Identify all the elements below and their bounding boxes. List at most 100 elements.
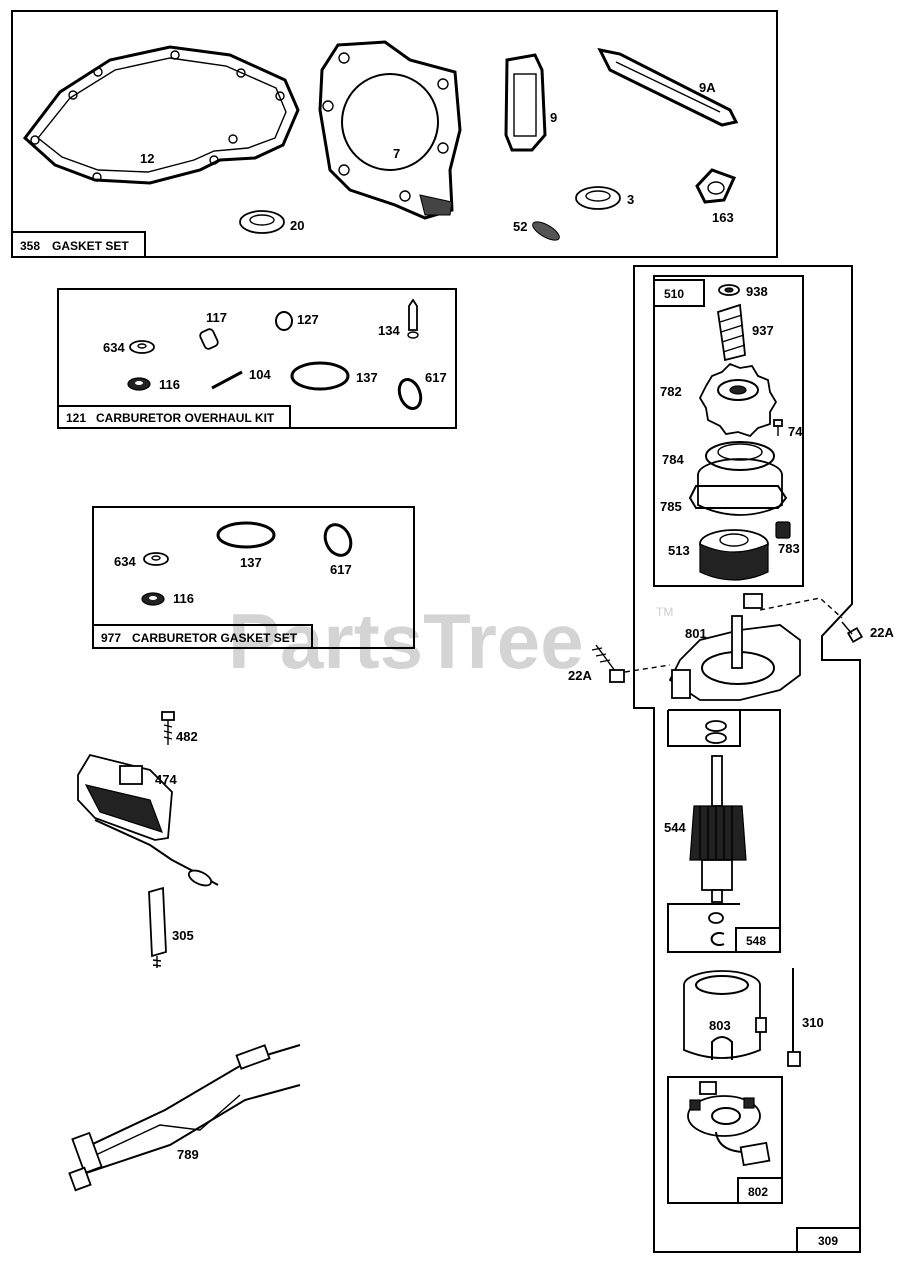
gasket-set-frame xyxy=(11,10,778,258)
part-310-through-bolt[interactable] xyxy=(787,968,801,1067)
label-9a: 9A xyxy=(699,80,716,95)
part-617-oring-a[interactable] xyxy=(395,376,424,411)
label-116b: 116 xyxy=(173,591,194,606)
carb-overhaul-group: 121 CARBURETOR OVERHAUL KIT 117 127 134 … xyxy=(57,288,457,429)
label-938: 938 xyxy=(746,284,768,299)
part-784-cup[interactable] xyxy=(697,441,783,516)
part-74-screw[interactable] xyxy=(773,419,783,436)
gasket-set-number: 358 xyxy=(20,239,40,253)
label-482: 482 xyxy=(176,729,198,744)
label-134: 134 xyxy=(378,323,400,338)
part-9a-gasket[interactable] xyxy=(597,47,739,127)
label-801: 801 xyxy=(685,626,707,641)
part-783-nut[interactable] xyxy=(775,521,791,539)
label-937: 937 xyxy=(752,323,774,338)
armature-kit-top-box xyxy=(667,710,741,747)
gasket-set-title-box xyxy=(11,231,146,258)
carb-gasket-title-box xyxy=(92,624,313,649)
label-305: 305 xyxy=(172,928,194,943)
part-137-gasket-b[interactable] xyxy=(216,521,276,549)
part-116-washer-b[interactable] xyxy=(141,592,165,606)
label-544: 544 xyxy=(664,820,686,835)
part-803-frame[interactable] xyxy=(683,970,767,1060)
carb-gasket-number: 977 xyxy=(101,631,121,645)
carb-gasket-title: CARBURETOR GASKET SET xyxy=(132,631,298,645)
part-137-gasket-a[interactable] xyxy=(290,361,350,391)
part-801-end-cap[interactable] xyxy=(668,593,801,701)
label-163: 163 xyxy=(712,210,734,225)
dashed-leader-right xyxy=(759,597,843,619)
part-9-gasket[interactable] xyxy=(504,53,547,152)
label-127: 127 xyxy=(297,312,319,327)
armature-kit-number: 548 xyxy=(746,934,766,948)
part-937-spring[interactable] xyxy=(716,303,746,362)
label-474: 474 xyxy=(155,772,177,787)
label-116a: 116 xyxy=(159,377,180,392)
part-armature-washers-top[interactable] xyxy=(705,720,727,744)
part-22a-bolt-left[interactable] xyxy=(591,644,625,683)
label-9: 9 xyxy=(550,110,557,125)
label-22a-right: 22A xyxy=(870,625,894,640)
starter-brush-frame xyxy=(667,1076,783,1204)
part-22a-bolt-right[interactable] xyxy=(841,621,864,644)
starter-drive-frame xyxy=(653,275,804,587)
starter-motor-number: 309 xyxy=(818,1234,838,1248)
label-803: 803 xyxy=(709,1018,731,1033)
part-802-brush-plate[interactable] xyxy=(687,1081,771,1167)
part-3-seal[interactable] xyxy=(575,186,621,210)
part-12-crankcase-gasket[interactable] xyxy=(22,45,300,185)
part-104-pin[interactable] xyxy=(211,370,243,390)
part-782-gear[interactable] xyxy=(698,362,778,438)
starter-drive-title-box xyxy=(653,279,705,307)
watermark: PartsTree xyxy=(228,597,584,685)
part-482-screw[interactable] xyxy=(161,711,175,745)
label-789: 789 xyxy=(177,1147,199,1162)
starter-drive-number: 510 xyxy=(664,287,684,301)
part-armature-washers-bottom[interactable] xyxy=(708,912,725,946)
part-634-washer-b[interactable] xyxy=(143,552,169,566)
label-12: 12 xyxy=(140,151,154,166)
starter-motor-group: 309 510 938 937 782 74 784 785 xyxy=(568,265,894,1253)
label-74: 74 xyxy=(788,424,803,439)
gasket-set-group: 358 GASKET SET 12 7 9 xyxy=(11,10,778,258)
carb-overhaul-frame xyxy=(57,288,457,429)
part-134-needle[interactable] xyxy=(407,298,419,339)
label-785: 785 xyxy=(660,499,682,514)
gasket-set-title: GASKET SET xyxy=(52,239,129,253)
dashed-leader-left xyxy=(624,664,671,673)
label-634b: 634 xyxy=(114,554,136,569)
part-127-oring[interactable] xyxy=(275,311,293,331)
label-634a: 634 xyxy=(103,340,125,355)
carb-overhaul-number: 121 xyxy=(66,411,86,425)
part-617-oring-b[interactable] xyxy=(320,520,355,559)
label-310: 310 xyxy=(802,1015,824,1030)
part-789-wire-harness[interactable] xyxy=(68,1044,301,1192)
part-785-plate[interactable] xyxy=(688,485,788,509)
label-137b: 137 xyxy=(240,555,262,570)
part-52-seal[interactable] xyxy=(530,218,562,243)
part-634-washer-a[interactable] xyxy=(129,340,155,354)
part-117-jet[interactable] xyxy=(199,328,219,350)
label-20: 20 xyxy=(290,218,304,233)
part-513-clutch[interactable] xyxy=(699,529,769,581)
armature-kit-title-box xyxy=(735,927,781,953)
label-782: 782 xyxy=(660,384,682,399)
label-7: 7 xyxy=(393,146,400,161)
part-20-seal[interactable] xyxy=(239,210,285,234)
starter-motor-title-box xyxy=(796,1227,861,1253)
part-7-head-gasket[interactable] xyxy=(318,40,462,220)
label-617a: 617 xyxy=(425,370,447,385)
part-163-gasket[interactable] xyxy=(695,168,737,204)
part-305-spacer[interactable] xyxy=(148,886,167,968)
label-617b: 617 xyxy=(330,562,352,577)
label-137a: 137 xyxy=(356,370,378,385)
carb-overhaul-title-box xyxy=(57,405,291,429)
part-116-washer-a[interactable] xyxy=(127,377,151,391)
label-104: 104 xyxy=(249,367,271,382)
part-544-armature[interactable] xyxy=(689,755,747,903)
label-52: 52 xyxy=(513,219,527,234)
part-938-retainer[interactable] xyxy=(718,284,740,296)
label-22a-left: 22A xyxy=(568,668,592,683)
part-474-armature[interactable] xyxy=(77,753,219,889)
label-117: 117 xyxy=(206,310,227,325)
